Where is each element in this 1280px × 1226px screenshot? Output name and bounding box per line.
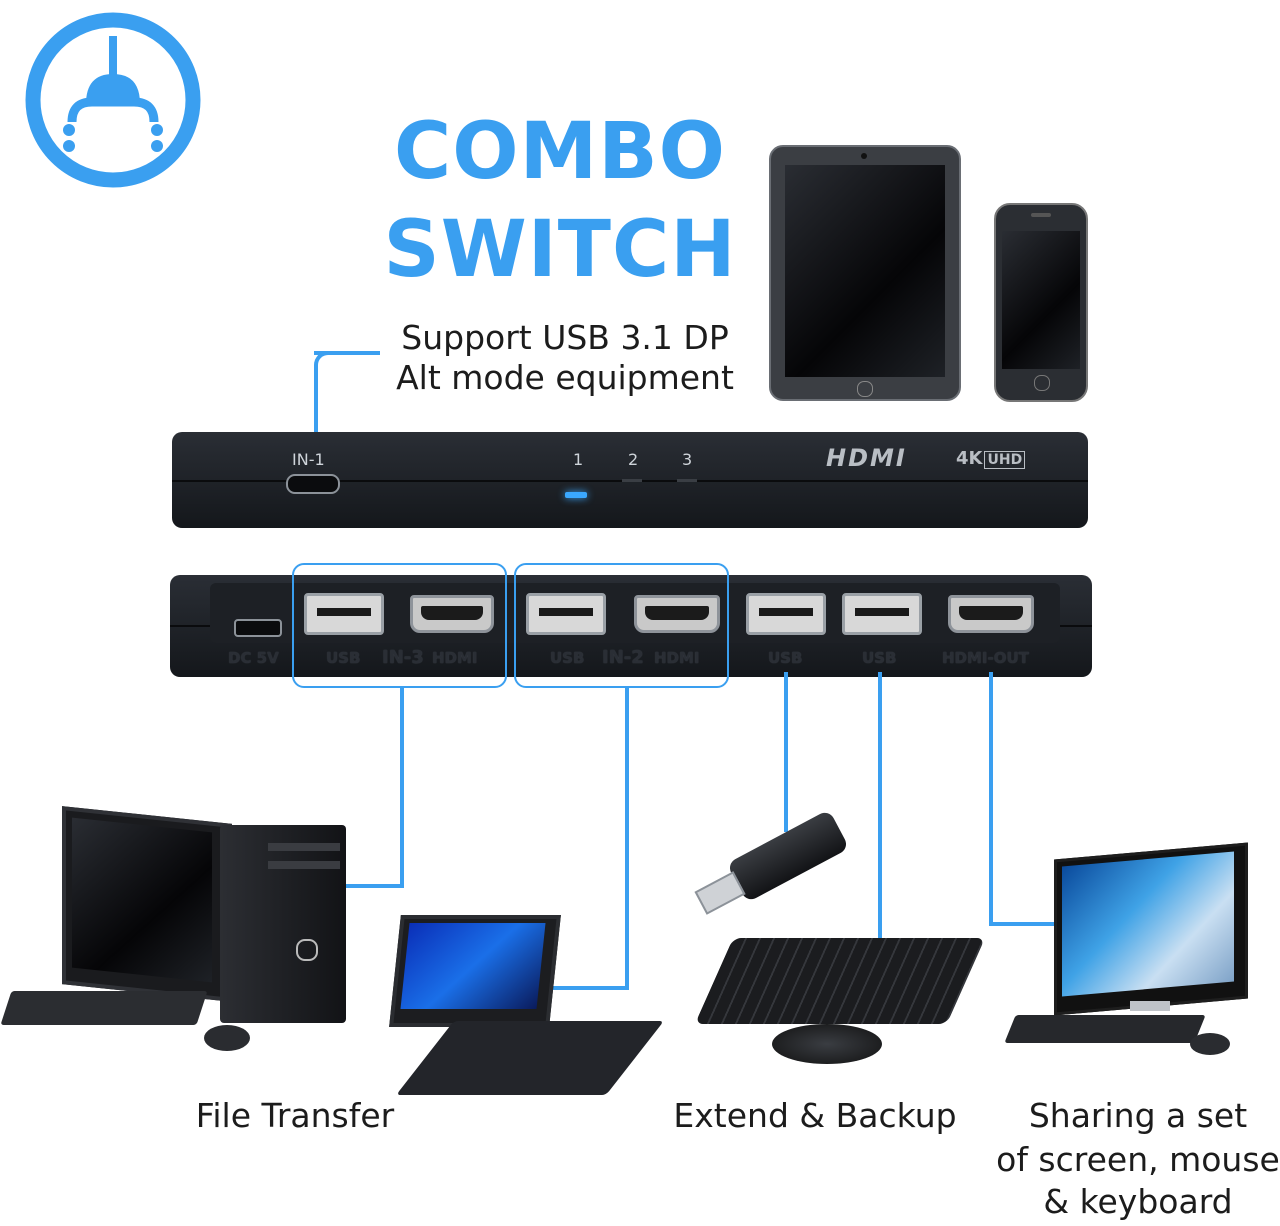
title-line-2: SWITCH: [383, 205, 737, 295]
in2-hdmi-port[interactable]: [634, 595, 720, 633]
usb-b-label: USB: [862, 649, 897, 667]
caption-extend-backup: Extend & Backup: [673, 1096, 957, 1135]
indicator-led-2: [622, 479, 642, 482]
caption-file-transfer: File Transfer: [195, 1096, 395, 1135]
hdmi-out-port[interactable]: [948, 595, 1034, 633]
in2-usb-label: USB: [550, 649, 585, 667]
in3-hdmi-label: HDMI: [432, 649, 478, 667]
usb-a-connector: [784, 672, 788, 832]
support-line-1: Support USB 3.1 DP: [401, 318, 729, 357]
caption-sharing-line-2: of screen, mouse: [996, 1140, 1280, 1179]
caption-sharing-line-1: Sharing a set: [1028, 1096, 1248, 1135]
indicator-label-2: 2: [628, 450, 639, 469]
usb-flash-drive-icon: [690, 808, 850, 915]
in3-group-outline: [292, 563, 507, 688]
desktop-pc-icon: [0, 806, 350, 1060]
all-in-one-pc-icon: [1004, 842, 1248, 1063]
indicator-led-3: [677, 479, 697, 482]
dc-power-port[interactable]: [234, 619, 282, 637]
usb-port-a[interactable]: [746, 593, 826, 635]
in3-usb-port[interactable]: [304, 593, 384, 635]
tablet-icon: [769, 145, 961, 401]
hdmi-out-connector-horizontal: [989, 922, 1055, 926]
in2-connector-horizontal: [552, 986, 629, 990]
hdmi-logo: HDMI: [826, 444, 907, 472]
switch-back-panel: DC 5V USB IN-3 HDMI USB IN-2 HDMI USB US…: [170, 575, 1092, 677]
in3-usb-label: USB: [326, 649, 361, 667]
in3-connector-vertical: [400, 686, 404, 888]
indicator-label-1: 1: [573, 450, 584, 469]
in1-connector-line: [314, 364, 318, 436]
in2-usb-port[interactable]: [526, 593, 606, 635]
keyboard-mouse-icon: [690, 932, 986, 1072]
laptop-icon: [389, 915, 664, 1105]
uhd-prefix: 4K: [956, 448, 983, 469]
usb-b-connector: [878, 672, 882, 942]
usb-logo-icon: [25, 12, 201, 188]
indicator-label-3: 3: [682, 450, 693, 469]
uhd-box: UHD: [984, 451, 1026, 469]
in3-hdmi-port[interactable]: [410, 595, 494, 633]
in1-label: IN-1: [292, 450, 325, 469]
usb-c-port[interactable]: [286, 474, 340, 494]
in2-label: IN-2: [602, 647, 644, 668]
in2-connector-vertical: [625, 686, 629, 990]
dc-label: DC 5V: [228, 649, 279, 667]
in2-hdmi-label: HDMI: [654, 649, 700, 667]
in1-connector-line-top: [314, 351, 380, 355]
usb-a-label: USB: [768, 649, 803, 667]
phone-icon: [994, 203, 1088, 402]
in3-connector-horizontal: [344, 884, 404, 888]
indicator-led-1: [565, 492, 587, 498]
title-line-1: COMBO: [394, 107, 726, 197]
usb-port-b[interactable]: [842, 593, 922, 635]
in2-group-outline: [514, 563, 729, 688]
support-line-2: Alt mode equipment: [396, 358, 734, 397]
caption-sharing-line-3: & keyboard: [1043, 1182, 1233, 1221]
in3-label: IN-3: [382, 647, 424, 668]
hdmi-out-connector-vertical: [989, 672, 993, 926]
hdmi-out-label: HDMI-OUT: [942, 649, 1029, 667]
